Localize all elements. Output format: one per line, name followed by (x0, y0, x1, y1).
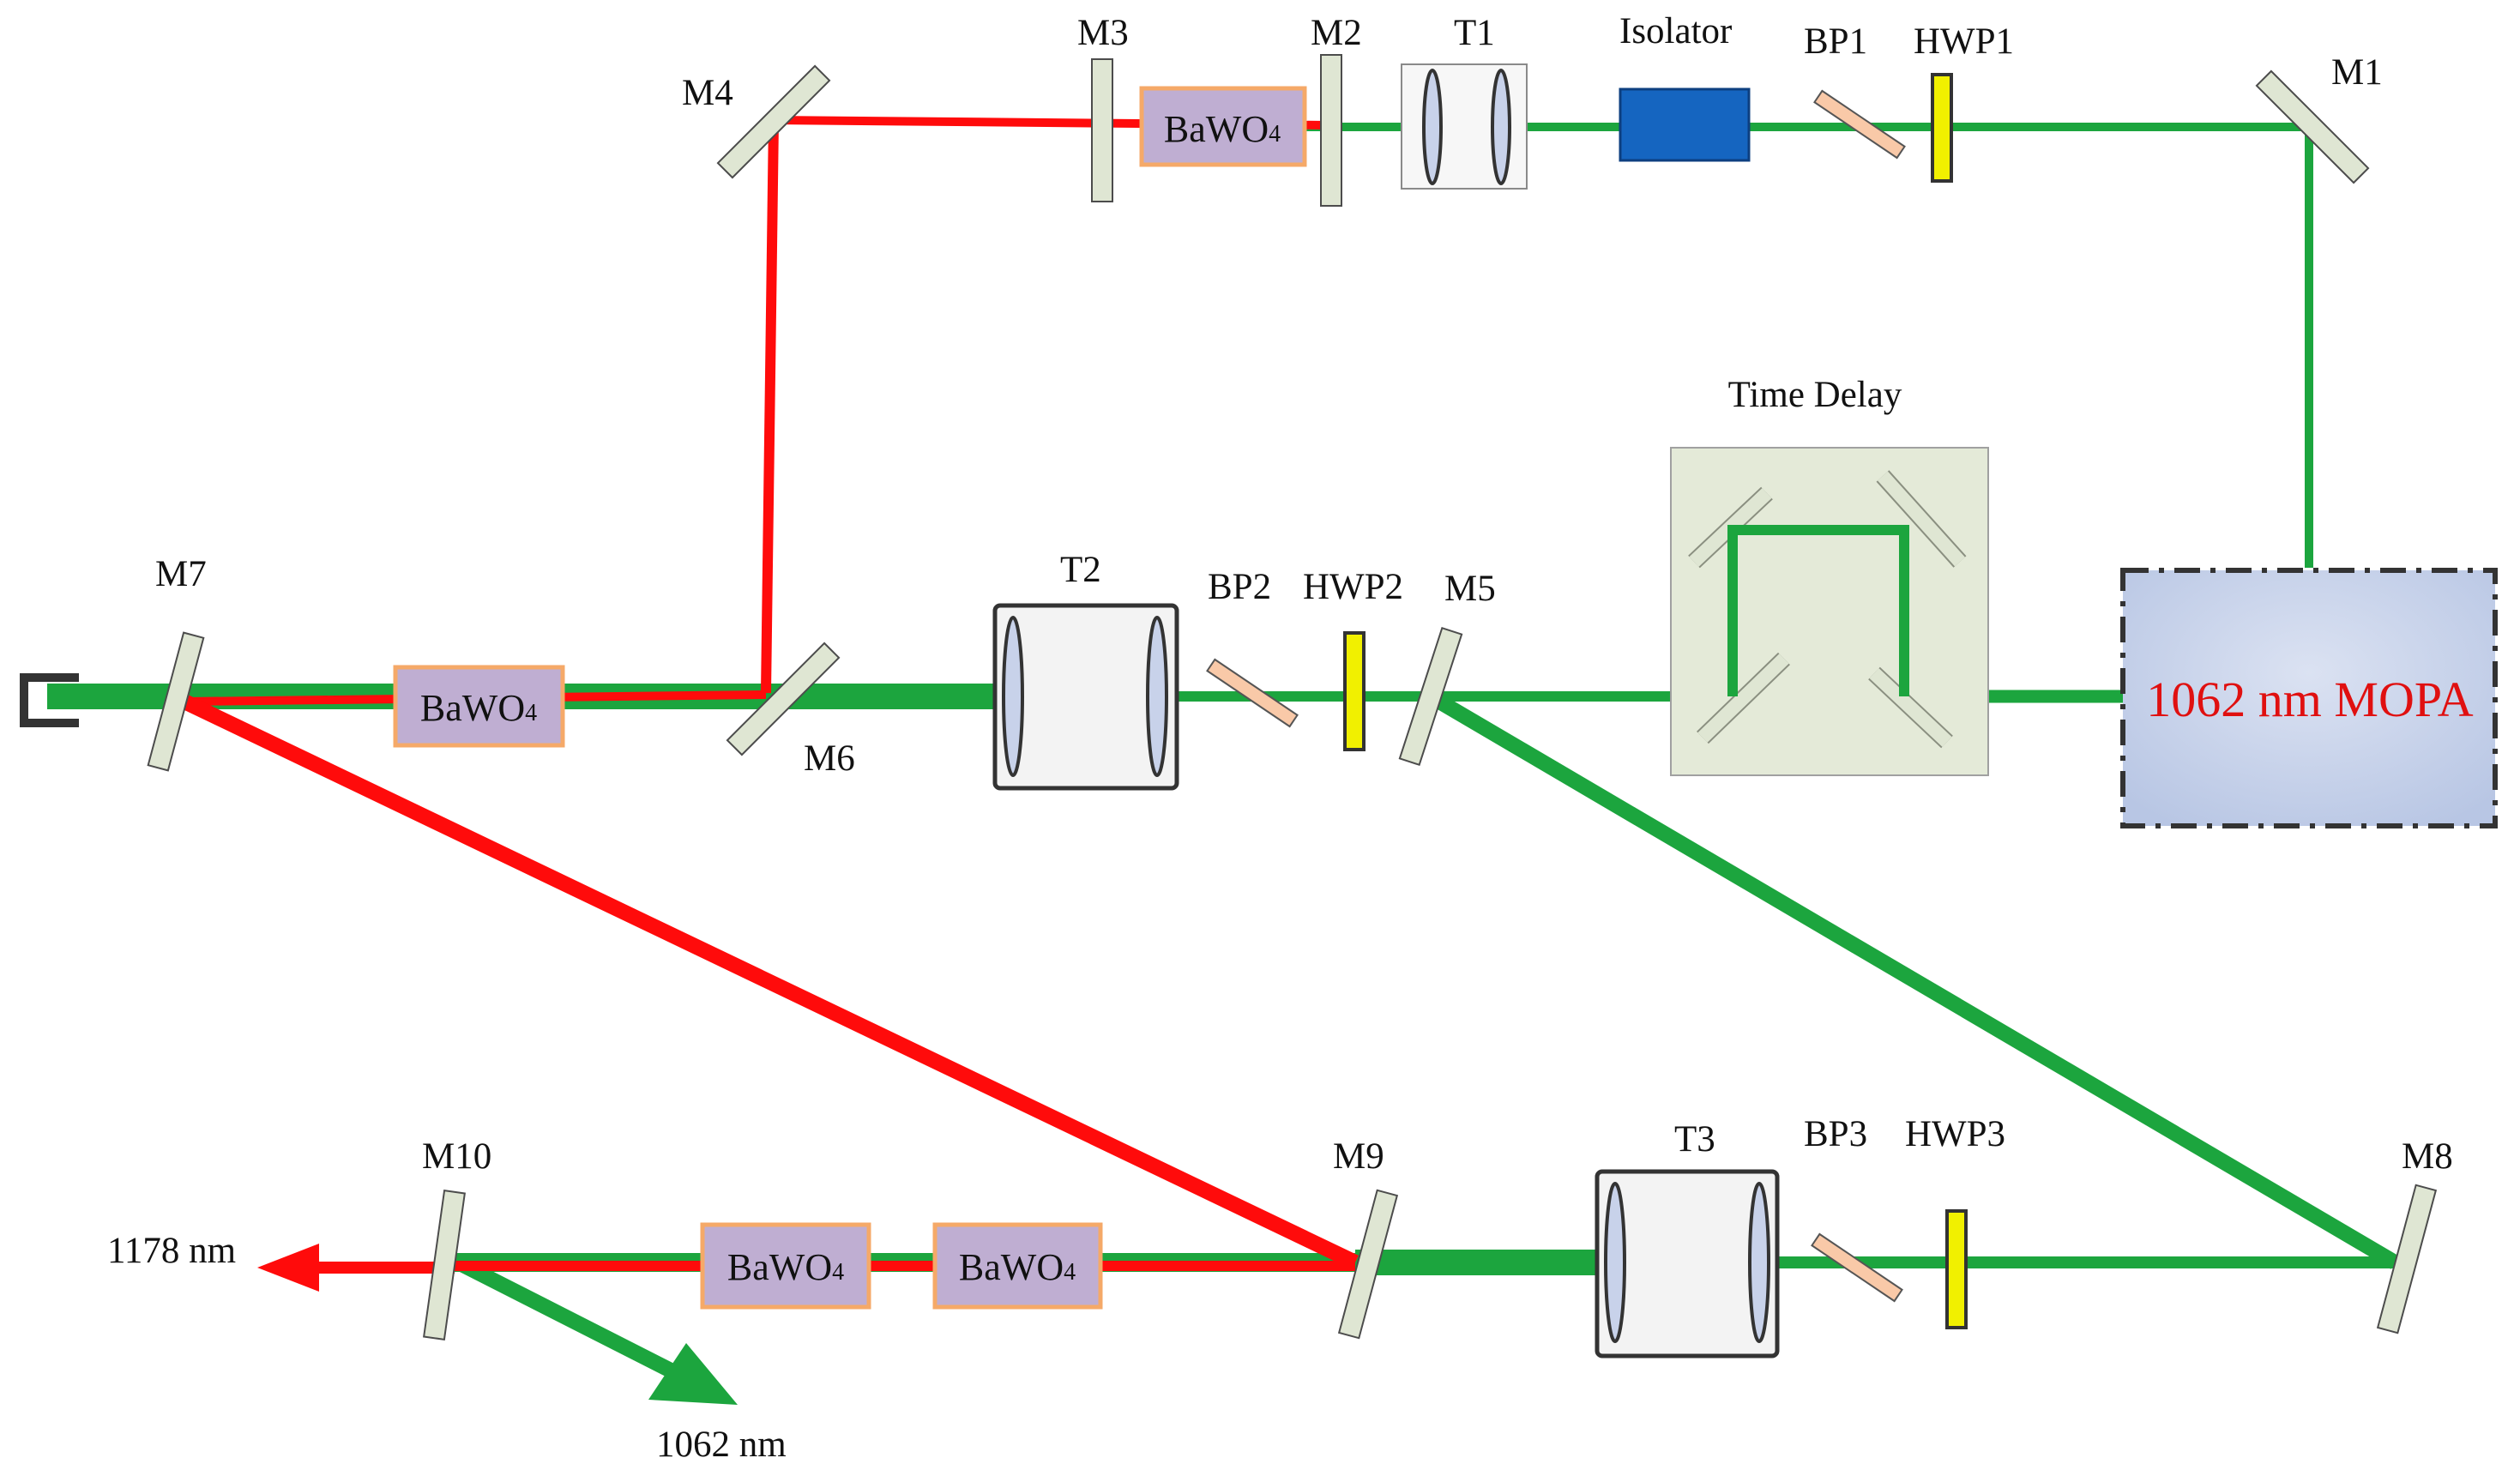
mirrors (147, 54, 2438, 1340)
bp3-plate (1811, 1232, 1903, 1303)
half-wave-plates (1343, 73, 1968, 1329)
t3-lens-left (1604, 1182, 1626, 1343)
mirror-m6 (726, 642, 841, 756)
label-m4: M4 (682, 73, 733, 113)
pump-beam-paths (47, 123, 2399, 1405)
crystal-3-label: BaWO4 (727, 1246, 844, 1288)
component-labels: M1 M2 M3 M4 M5 M6 M7 M8 M9 M10 T1 T2 T3 … (107, 11, 2453, 1465)
mirror-m8 (2376, 1184, 2438, 1334)
label-m8: M8 (2402, 1136, 2453, 1177)
crystal-3 (700, 1222, 871, 1310)
mirror-m4 (716, 64, 831, 179)
stokes-beam-m4-to-m6 (761, 119, 779, 694)
label-bp1: BP1 (1804, 21, 1867, 62)
mirror-m3 (1091, 58, 1113, 202)
t3-lens-right (1748, 1182, 1770, 1343)
time-delay-unit (1670, 447, 1989, 776)
isolator-block (1619, 87, 1751, 162)
label-1062-nm: 1062 nm (656, 1425, 787, 1465)
label-hwp3: HWP3 (1905, 1114, 2005, 1154)
crystal-1-label: BaWO4 (1164, 108, 1281, 150)
label-t3: T3 (1674, 1119, 1715, 1160)
label-m6: M6 (804, 738, 855, 779)
pump-beam-m5-to-m8 (1426, 690, 2399, 1269)
label-t2: T2 (1060, 550, 1101, 590)
hwp3-plate (1945, 1209, 1968, 1329)
mirror-m5 (1398, 626, 1463, 767)
crystal-4-label: BaWO4 (959, 1246, 1076, 1288)
crystal-4 (932, 1222, 1103, 1310)
crystal-2-label: BaWO4 (420, 687, 537, 729)
crystals: BaWO4 BaWO4 BaWO4 BaWO4 (393, 86, 1307, 1310)
telescope-t2 (992, 603, 1179, 791)
label-m9: M9 (1333, 1136, 1384, 1177)
arrow-1062-output (648, 1343, 738, 1405)
telescope-t1 (1401, 63, 1528, 190)
label-hwp2: HWP2 (1303, 567, 1403, 607)
label-bp2: BP2 (1208, 567, 1271, 607)
label-1178-nm: 1178 nm (107, 1231, 236, 1271)
beam-dump (20, 673, 79, 727)
telescope-t2-box (992, 603, 1179, 791)
hwp1-plate (1931, 73, 1953, 183)
bp2-plate (1206, 658, 1299, 728)
t2-lens-right (1146, 616, 1168, 777)
label-t1: T1 (1454, 13, 1495, 53)
crystal-2 (393, 665, 565, 748)
label-m1: M1 (2331, 52, 2383, 93)
mopa-label: 1062 nm MOPA (2146, 672, 2474, 727)
mopa-box (2120, 568, 2498, 828)
arrow-1178-output (257, 1244, 319, 1292)
t1-lens-right (1491, 69, 1511, 185)
telescope-t3 (1595, 1169, 1780, 1359)
label-m10: M10 (422, 1136, 491, 1177)
label-m2: M2 (1311, 13, 1362, 53)
mirror-m1 (2255, 69, 2370, 184)
label-m3: M3 (1077, 13, 1129, 53)
bp1-plate (1813, 89, 1906, 160)
crystal-1 (1139, 86, 1307, 167)
label-m5: M5 (1444, 569, 1496, 609)
t1-lens-left (1422, 69, 1443, 185)
mirror-m9 (1337, 1189, 1399, 1340)
label-hwp1: HWP1 (1914, 21, 2014, 62)
t2-lens-left (1002, 616, 1024, 777)
pump-beam-1062-output (459, 1257, 678, 1380)
mirror-m2 (1320, 54, 1342, 207)
stokes-beam-m7-to-m9 (181, 694, 1359, 1270)
label-bp3: BP3 (1804, 1114, 1867, 1154)
mirror-m7 (147, 631, 205, 772)
time-delay-beam-overlay (1727, 525, 1909, 696)
label-isolator: Isolator (1619, 11, 1732, 51)
telescope-t3-box (1595, 1169, 1780, 1359)
label-m7: M7 (155, 554, 207, 594)
label-time-delay: Time Delay (1728, 375, 1902, 415)
mirror-m10 (423, 1190, 466, 1340)
brewster-plates (1206, 89, 1906, 1303)
hwp2-plate (1343, 631, 1366, 751)
